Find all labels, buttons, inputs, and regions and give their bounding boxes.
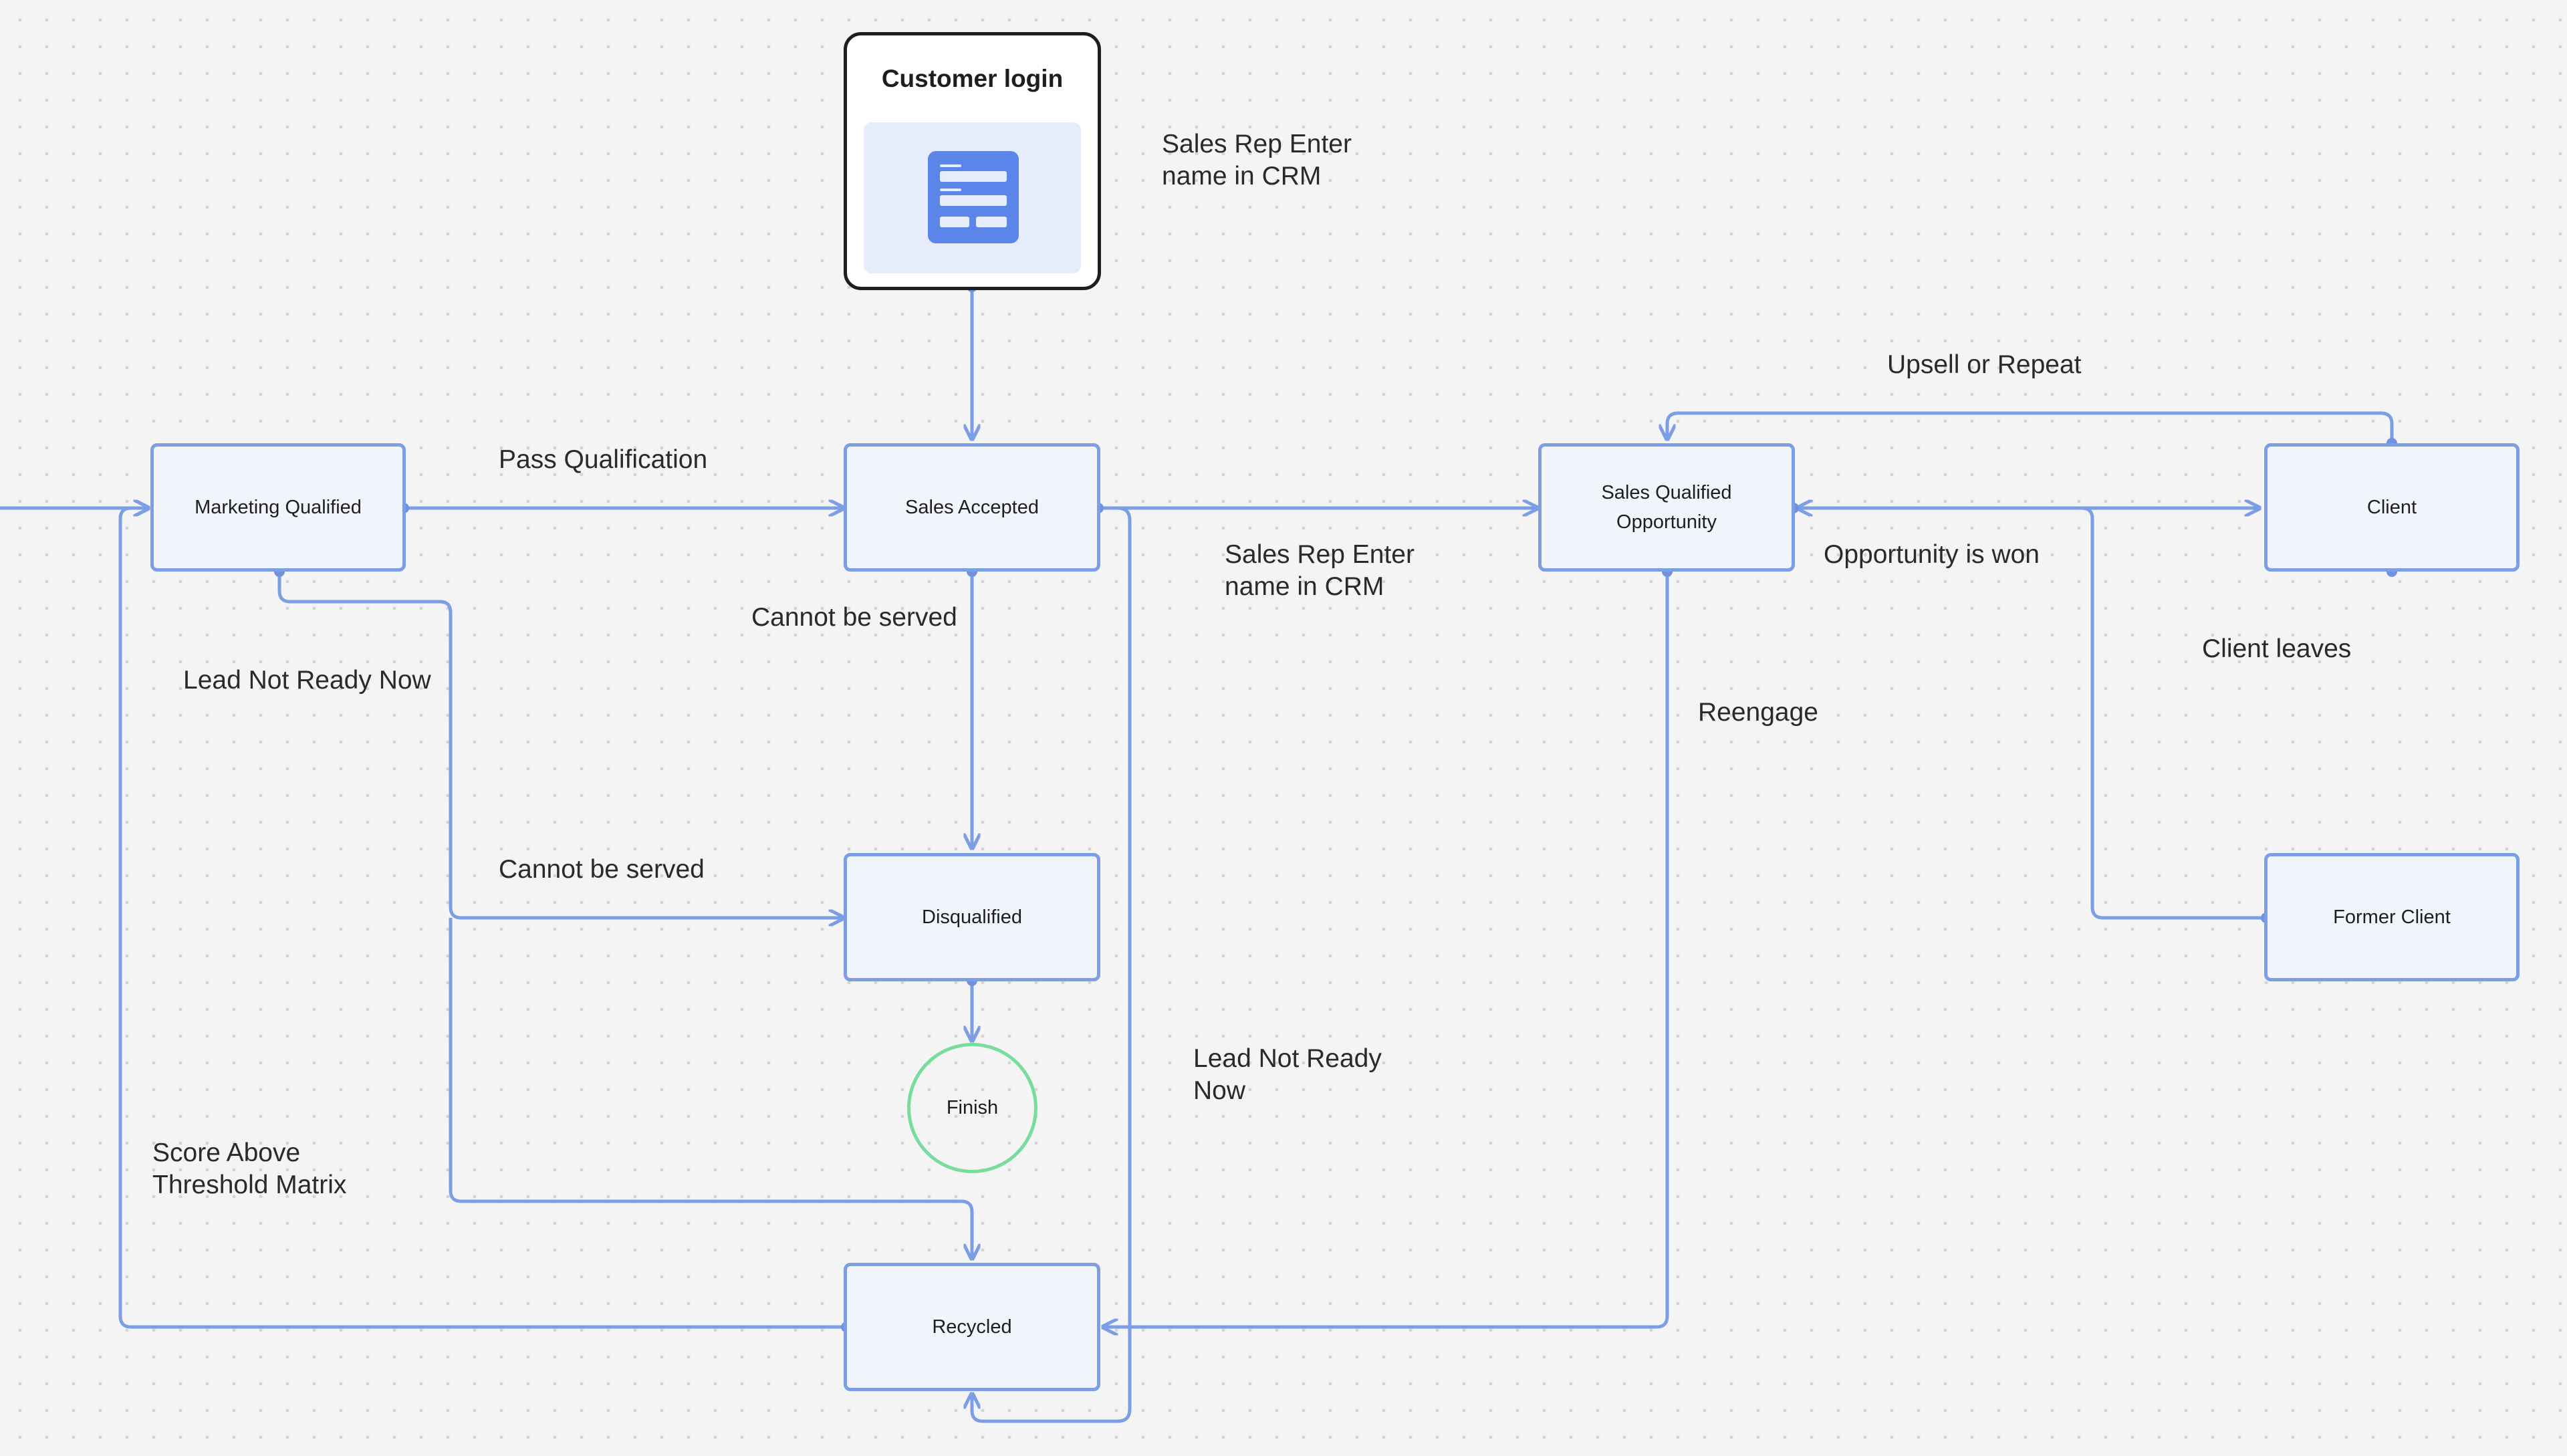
node-finish[interactable]: Finish: [907, 1043, 1037, 1173]
label-upsell-or-repeat: Upsell or Repeat: [1887, 350, 2082, 379]
node-client[interactable]: Client: [2264, 443, 2520, 572]
node-label: Client: [2366, 497, 2417, 518]
node-label: Disqualified: [922, 906, 1022, 928]
label-reengage: Reengage: [1698, 698, 1818, 727]
label-lead-not-ready-now-mq: Lead Not Ready Now: [183, 666, 431, 695]
node-label-line: Opportunity: [1616, 511, 1717, 533]
node-former-client[interactable]: Former Client: [2264, 853, 2520, 981]
customer-login-title: Customer login: [881, 65, 1064, 92]
node-sales-qualified-opportunity[interactable]: Sales Qualified Opportunity: [1538, 443, 1795, 572]
node-label: Sales Qualified Opportunity: [1601, 478, 1731, 537]
node-label: Finish: [946, 1097, 999, 1118]
label-pass-qualification: Pass Qualification: [499, 445, 708, 474]
label-cannot-be-served-sa: Cannot be served: [751, 603, 957, 632]
edge-mq-to-disqualified: [277, 572, 844, 918]
edge-sqo-to-recycled-reengage: [1103, 572, 1669, 1327]
label-client-leaves: Client leaves: [2202, 634, 2352, 663]
label-score-above-threshold: Score Above Threshold Matrix: [152, 1138, 347, 1199]
customer-login-card[interactable]: Customer login: [844, 32, 1101, 290]
node-label-line: Sales Qualified: [1601, 482, 1732, 503]
node-label: Recycled: [932, 1316, 1012, 1338]
node-sales-accepted[interactable]: Sales Accepted: [844, 443, 1100, 572]
edge-recycled-to-mq-score: [118, 508, 846, 1329]
form-document-icon: [928, 151, 1019, 243]
edge-mq-to-recycled: [449, 918, 972, 1259]
edge-former-client-to-sqo: [1798, 508, 2266, 920]
label-cannot-be-served-mq: Cannot be served: [499, 855, 705, 884]
node-marketing-qualified[interactable]: Marketing Qualified: [150, 443, 406, 572]
node-recycled[interactable]: Recycled: [844, 1263, 1100, 1391]
edge-client-to-sqo-upsell: [1667, 411, 2394, 443]
edge-sales-accepted-to-recycled: [972, 506, 1132, 1423]
customer-login-preview: [864, 122, 1081, 273]
label-lead-not-ready-now-sa: Lead Not Ready Now: [1193, 1044, 1382, 1105]
label-opportunity-is-won: Opportunity is won: [1824, 540, 2040, 569]
node-label: Sales Accepted: [905, 497, 1039, 518]
node-label: Former Client: [2333, 906, 2451, 928]
label-login-to-sales-accepted: Sales Rep Enter name in CRM: [1162, 130, 1352, 191]
node-label: Marketing Qualified: [195, 497, 362, 518]
node-disqualified[interactable]: Disqualified: [844, 853, 1100, 981]
label-sales-rep-enter-name: Sales Rep Enter name in CRM: [1225, 540, 1415, 601]
